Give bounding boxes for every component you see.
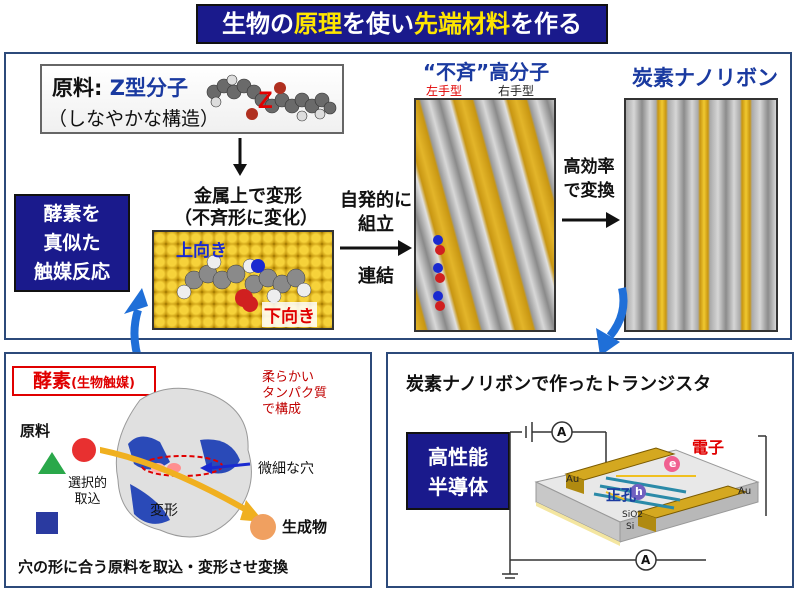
z-letter: Z [258,87,273,114]
nanoribbon-image [624,98,778,332]
material-heading: 原料: Z型分子 [52,72,188,102]
polymer-left-label: 左手型 [426,84,463,98]
blue-arrow-down [596,287,628,356]
z-molecule-image: Z [206,74,337,122]
select-line1: 選択的 [68,476,108,491]
performance-line2: 半導体 [428,475,488,499]
enzyme-like-label: 酵素を 真似た 触媒反応 [14,194,130,292]
transistor-title: 炭素ナノリボンで作ったトランジスタ [406,374,712,395]
polymer-image [414,98,556,332]
title-part1: 生物の [222,10,294,38]
hole-label: 微細な穴 [258,461,314,477]
enzyme-title-main: 酵素 [33,370,72,392]
performance-label: 高性能 半導体 [406,432,510,510]
hole-symbol: h [635,485,643,498]
assemble-line3: 連結 [358,266,394,287]
page-title: 生物の原理を使い先端材料を作る [196,4,608,44]
product-label: 生成物 [282,518,328,536]
sio2-label: SiO2 [622,510,644,520]
electron-symbol: e [669,457,677,470]
metal-surface-image: 上向き 下向き [152,230,334,330]
convert-arrow [562,212,620,228]
material-desc: （しなやかな構造） [48,108,220,130]
nanoribbon-title: 炭素ナノリボン [632,66,778,90]
performance-line1: 高性能 [428,445,488,469]
material-label: 原料: [52,76,103,100]
enzyme-deform-label: 変形 [150,503,178,519]
enzyme-title-sub: (生物触媒) [71,376,135,391]
down-arrow [233,138,247,176]
au-label-2: Au [738,486,752,497]
assemble-line1: 自発的に [340,190,412,211]
deform-line1: 金属上で変形 [194,186,302,207]
enzyme-caption: 穴の形に合う原料を取込・変形させ変換 [18,558,289,576]
enzyme-like-line1: 酵素を [43,203,101,225]
circle-shape [72,438,96,462]
enzyme-note1: 柔らかい [262,370,315,385]
convert-line1: 高効率 [563,157,615,177]
enzyme-title: 酵素(生物触媒) [12,366,156,396]
polymer-title: “不斉”高分子 [422,60,550,84]
enzyme-note: 柔らかい タンパク質 で構成 [262,370,327,418]
title-part3: を使い [342,10,414,38]
hole-icon [630,484,646,500]
enzyme-like-line3: 触媒反応 [33,261,110,283]
material-box: 原料: Z型分子 （しなやかな構造） Z [40,64,344,134]
select-line2: 取込 [74,492,101,507]
polymer-right-label: 右手型 [498,84,535,98]
up-label: 上向き [176,241,227,261]
enzyme-note2: タンパク質 [262,386,328,401]
ammeter-top-label: A [557,425,567,439]
select-label: 選択的 取込 [68,476,107,508]
material-name: Z型分子 [109,76,188,100]
hole-label: 正孔 [606,486,637,504]
electron-label: 電子 [692,438,725,457]
si-label: Si [626,522,635,532]
title-part2: 原理 [294,10,342,38]
enzyme-protein-image [100,387,264,538]
ammeter-bottom-label: A [641,553,651,567]
assemble-arrow [340,240,412,256]
deform-line2: （不斉形に変化） [174,208,318,229]
square-shape [36,512,58,534]
enzyme-like-line2: 真似た [43,232,101,254]
down-label: 下向き [262,302,317,327]
raw-shapes [36,438,96,534]
convert-line2: で変換 [563,181,615,201]
electron-icon [664,456,680,472]
au-label-1: Au [566,474,580,485]
title-part4: 先端材料 [414,10,510,38]
title-part5: を作る [510,10,582,38]
transistor-diagram [502,421,767,579]
enzyme-raw-label: 原料 [20,422,51,440]
triangle-shape [38,452,66,474]
assemble-line2: 組立 [358,214,394,235]
product-circle [250,514,276,540]
enzyme-note3: で構成 [262,402,302,417]
